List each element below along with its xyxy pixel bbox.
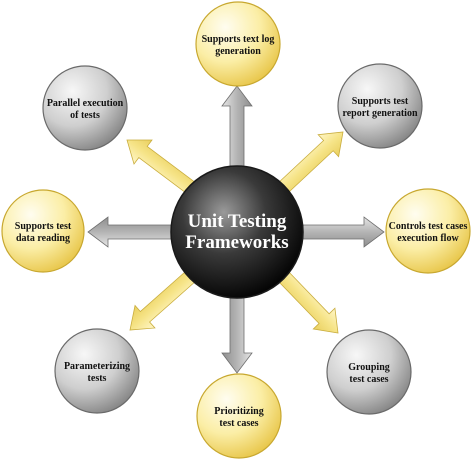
node-label-line1: Parameterizing xyxy=(64,361,130,372)
node-label-line1: Supports test xyxy=(15,221,72,232)
node-circle xyxy=(42,65,128,151)
node-label-line2: test cases xyxy=(219,418,258,429)
arrow-down-left xyxy=(129,270,197,331)
node-label-line2: test cases xyxy=(349,374,388,385)
node-label-line1: Grouping xyxy=(348,362,390,373)
node-label-line2: of tests xyxy=(70,110,100,121)
node-label-line2: tests xyxy=(88,373,107,384)
arrow-left xyxy=(87,216,172,248)
arrow-up-right xyxy=(277,131,344,194)
node-label-line2: execution flow xyxy=(397,233,459,244)
node-circle xyxy=(385,188,471,274)
center-node: Unit Testing Frameworks xyxy=(170,165,304,299)
center-label-line1: Unit Testing xyxy=(188,211,287,232)
node-label-line2: report generation xyxy=(342,108,418,119)
arrow-right xyxy=(302,216,385,248)
node-label-line2: data reading xyxy=(16,233,70,244)
arrow-up xyxy=(221,85,253,167)
node-label-line1: Supports test xyxy=(352,96,409,107)
node-circle xyxy=(54,328,140,414)
center-label-line2: Frameworks xyxy=(185,232,288,253)
node-label-line1: Supports text log xyxy=(202,34,275,45)
node-label-line1: Controls test cases xyxy=(389,221,468,232)
node-circle xyxy=(196,373,282,459)
node-circle xyxy=(326,329,412,415)
node-circle xyxy=(1,189,85,273)
node-label-line1: Parallel execution xyxy=(47,98,124,109)
node-circle xyxy=(195,1,281,87)
node-label-line2: generation xyxy=(215,46,261,57)
node-label-line1: Prioritizing xyxy=(214,406,263,417)
arrow-up-left xyxy=(126,139,196,195)
node-circle xyxy=(337,63,423,149)
arrow-down-right xyxy=(277,270,339,334)
arrow-down xyxy=(221,297,253,374)
arrows-layer xyxy=(87,85,385,374)
